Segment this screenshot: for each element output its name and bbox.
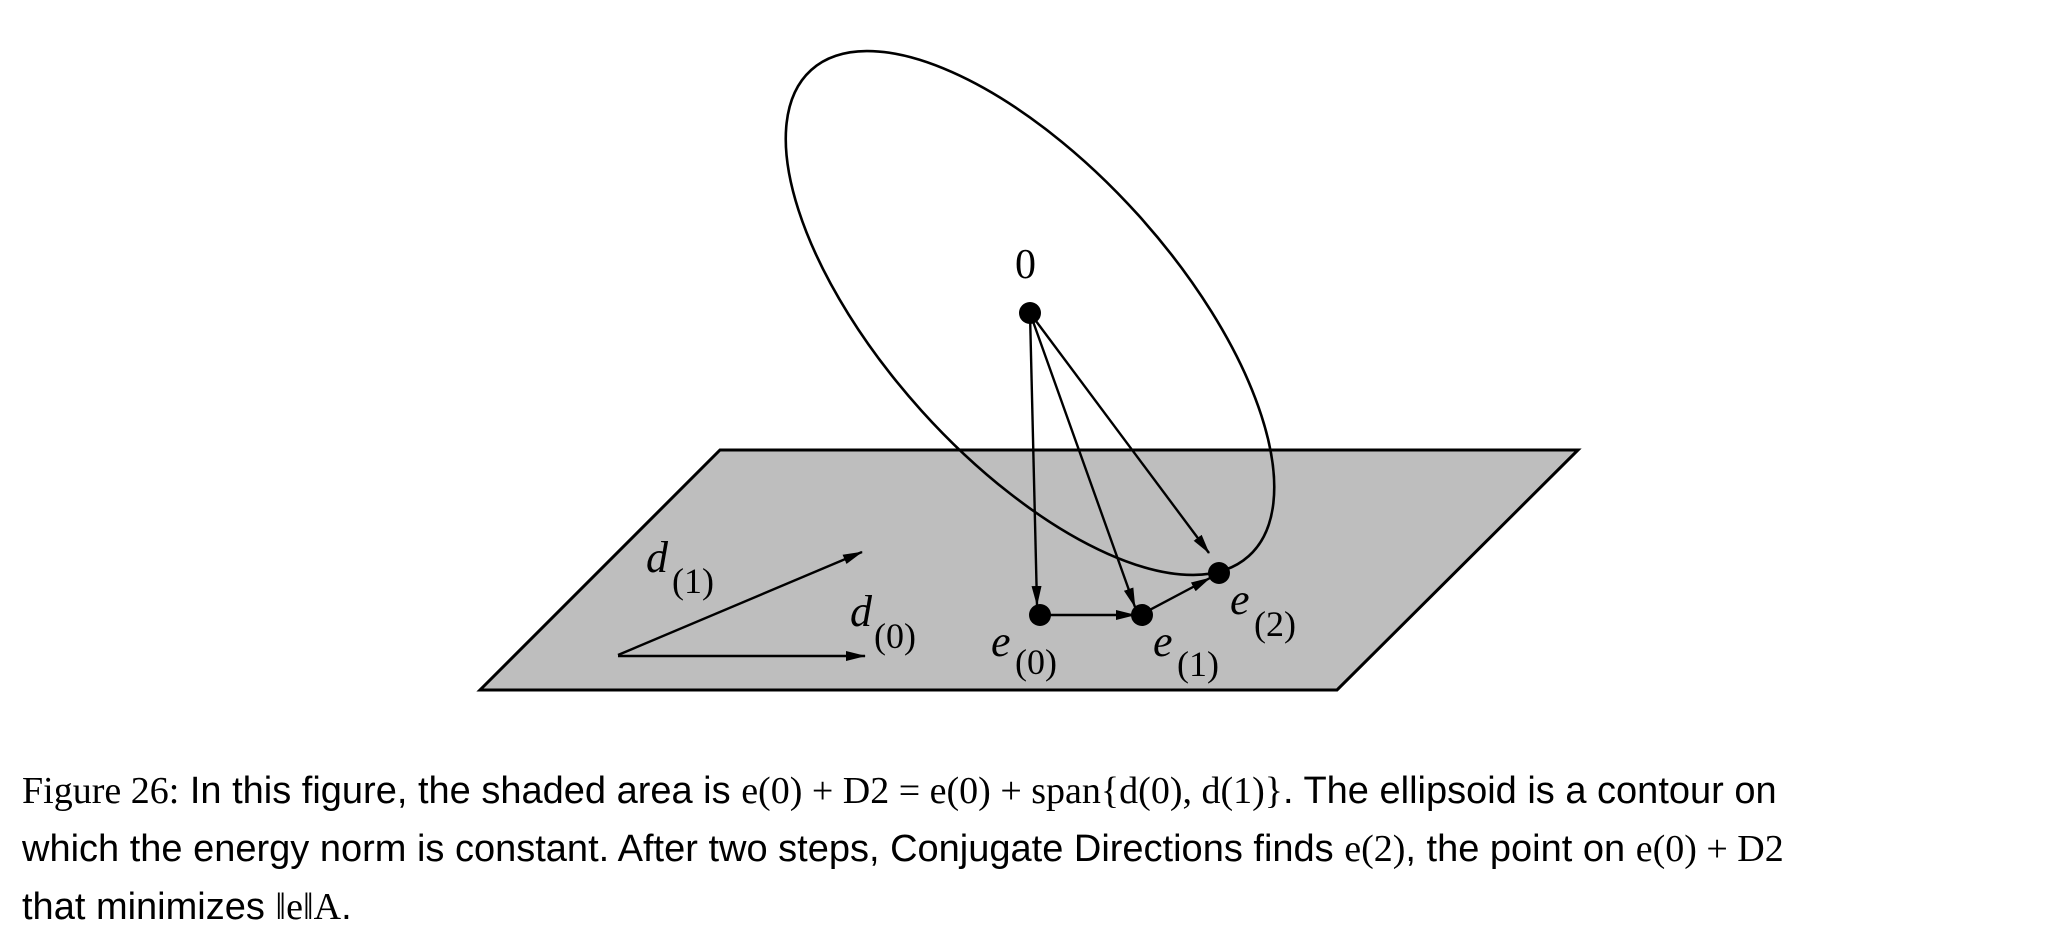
point-e0-base: e [991,617,1011,666]
point-e1-base: e [1153,617,1173,666]
caption-math-energy-norm: ‖e‖A [275,886,342,928]
point-e1-sub: (1) [1177,644,1219,684]
direction-d1-label: d [646,533,669,582]
direction-d0-label: d [850,587,873,636]
caption-text-3: which the energy norm is constant. After… [22,828,1334,870]
point-e2-base: e [1230,575,1250,624]
point-e1 [1131,604,1153,626]
origin-to-e2-arrow [1029,312,1210,554]
e1-to-e2-arrow [1141,576,1211,616]
point-e2-sub: (2) [1254,604,1296,644]
point-e0-sub: (0) [1015,642,1057,682]
origin-to-e0-arrow [1028,312,1042,606]
caption-text-6: . [341,886,352,928]
caption-math-subspace: e(0) + D2 = e(0) + span{d(0), d(1)} [741,770,1284,812]
direction-d1-base: d [646,533,669,582]
direction-d0-base: d [850,587,873,636]
figure-caption: Figure 26: In this figure, the shaded ar… [22,762,2032,936]
origin-label: 0 [1015,242,1036,288]
caption-line-1: Figure 26: In this figure, the shaded ar… [22,762,2032,820]
point-e2-label: e [1230,575,1250,624]
point-e1-label: e [1153,617,1173,666]
caption-math-e2: e(2) [1344,828,1406,870]
caption-text-4: , the point on [1405,828,1626,870]
shaded-plane [476,448,1582,692]
point-e0-label: e [991,617,1011,666]
caption-text-1: In this figure, the shaded area is [189,770,731,812]
point-e2 [1208,562,1230,584]
energy-norm-ellipse [784,49,1276,577]
caption-line-2: which the energy norm is constant. After… [22,820,2032,878]
caption-line-3: that minimizes ‖e‖A. [22,878,2032,936]
caption-text-2: . The ellipsoid is a contour on [1283,770,1777,812]
origin-point [1019,302,1041,324]
caption-text-5: that minimizes [22,886,265,928]
caption-math-e0-plus-d2: e(0) + D2 [1635,828,1784,870]
direction-d1-sub: (1) [672,561,714,601]
figure-label: Figure 26: [22,770,180,812]
point-e0 [1029,604,1051,626]
origin-to-e1-arrow [1028,312,1137,608]
direction-d1-arrow [617,550,863,657]
direction-d0-sub: (0) [874,616,916,656]
conjugate-directions-figure: 0 d (1) d (0) e (0) e (1) e (2) [476,49,1582,692]
